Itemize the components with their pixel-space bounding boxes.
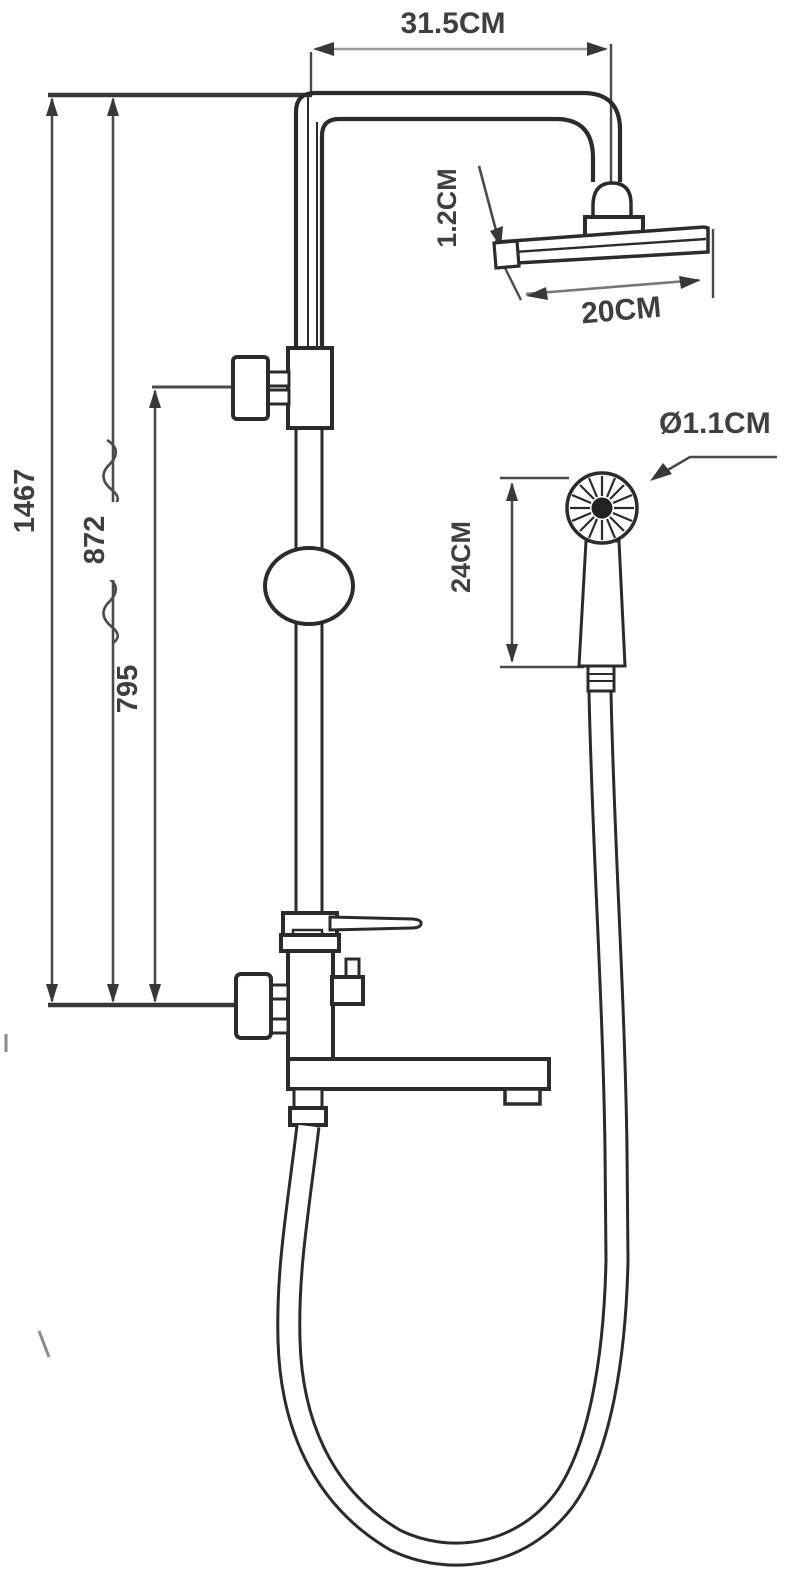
hand-shower-spokes: [570, 476, 634, 540]
dimension-arrowheads: [46, 42, 701, 1003]
leader-line-diameter: [653, 455, 777, 480]
upper-bracket-stem: [265, 388, 291, 406]
shower-hose: [276, 691, 630, 1567]
label-hand-shower-length: 24CM: [446, 521, 476, 593]
upper-wall-bracket-knob: [231, 355, 270, 421]
spout-aerator: [503, 1087, 542, 1106]
label-arm-reach: 31.5CM: [400, 7, 505, 40]
arm-ball-joint: [591, 181, 633, 220]
mixer-flange: [279, 933, 341, 953]
label-lower-height: 795: [112, 665, 144, 713]
shower-arm-inner: [319, 116, 596, 352]
break-mark-upper: [102, 438, 120, 508]
dimension-labels: 31.5CM 1.2CM 20CM Ø1.1CM 24CM 1467 872 7…: [9, 7, 771, 713]
leader-line-1-2cm: [477, 165, 500, 239]
break-mark-lower: [102, 575, 120, 645]
overhead-head-left-lip: [492, 239, 521, 270]
label-head-thickness: 1.2CM: [432, 168, 462, 248]
shower-fixture: [4, 90, 710, 1567]
slide-ball-adjuster: [263, 546, 355, 626]
hand-shower-hub: [591, 497, 613, 519]
diverter-knob: [330, 975, 365, 1006]
hand-shower-handle: [577, 539, 627, 668]
dim-line-20: [525, 278, 700, 296]
label-backing: [90, 502, 118, 580]
hose-nut: [288, 1106, 328, 1127]
hand-shower: [565, 471, 639, 693]
mixer-body: [286, 949, 335, 1063]
scan-artifact: [37, 1330, 51, 1358]
label-upper-height: 872: [79, 516, 111, 564]
upper-bracket-stem: [265, 370, 291, 388]
dimension-lines: [48, 44, 777, 1008]
hose-outlet: [292, 1087, 324, 1110]
lever-handle: [328, 915, 423, 932]
overhead-head-rim-line: [498, 237, 707, 255]
label-hose-diameter: Ø1.1CM: [659, 407, 771, 440]
hand-shower-connector: [586, 664, 616, 693]
label-head-width: 20CM: [580, 291, 663, 331]
slider-block: [286, 346, 334, 430]
lower-wall-escutcheon: [234, 972, 273, 1040]
tub-spout: [286, 1057, 551, 1091]
label-total-height: 1467: [9, 469, 41, 534]
shower-arm-outer: [293, 90, 623, 352]
